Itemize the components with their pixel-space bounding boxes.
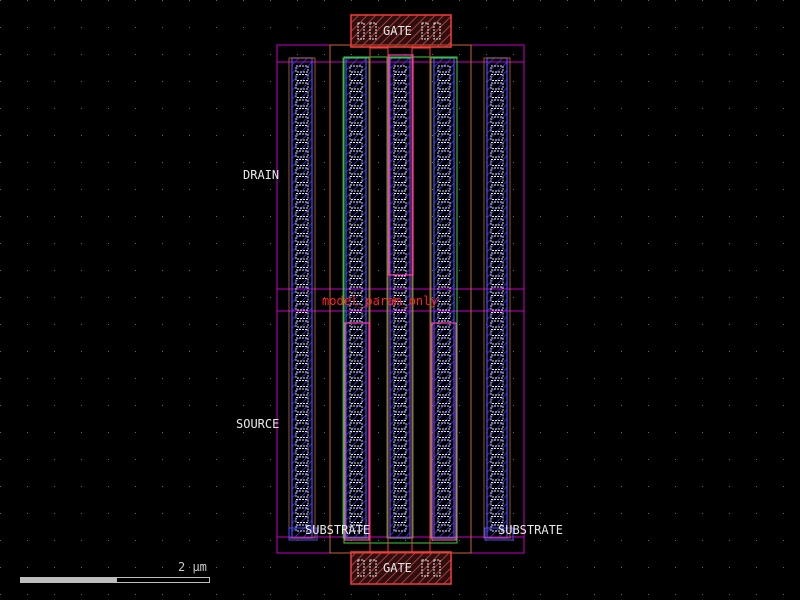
poly-gate-left [369,47,389,554]
drain-label: DRAIN [243,168,280,182]
drain-metal-upper [388,54,414,276]
metal-finger-5[interactable] [483,57,511,539]
model-param-label: model_param_only [322,294,438,308]
gate-pad-contact [433,22,441,40]
substrate-left-marker [288,527,318,541]
gate-label-bottom: GATE [383,561,412,575]
metal-finger-1[interactable] [288,57,316,539]
source-label: SOURCE [236,417,280,431]
gate-pad-contact [421,22,429,40]
scale-label: 2 µm [178,560,207,574]
metal-finger-4[interactable] [430,57,458,539]
source-metal-lower-right [431,322,457,541]
poly-gate-right [411,47,431,554]
scale-bar [20,577,210,583]
gate-pad-contact [369,559,377,577]
scale-bar-fill [21,578,117,582]
metal-finger-3[interactable] [386,57,414,539]
source-metal-lower-left [344,322,370,541]
gate-pad-contact [357,559,365,577]
gate-pad-contact [357,22,365,40]
substrate-label-right: SUBSTRATE [498,523,564,537]
gate-pad-contact [433,559,441,577]
gate-pad-contact [369,22,377,40]
substrate-right-marker [484,527,514,541]
substrate-label-left: SUBSTRATE [305,523,371,537]
gate-pad-contact [421,559,429,577]
metal-finger-2[interactable] [342,57,370,539]
gate-label-top: GATE [383,24,412,38]
